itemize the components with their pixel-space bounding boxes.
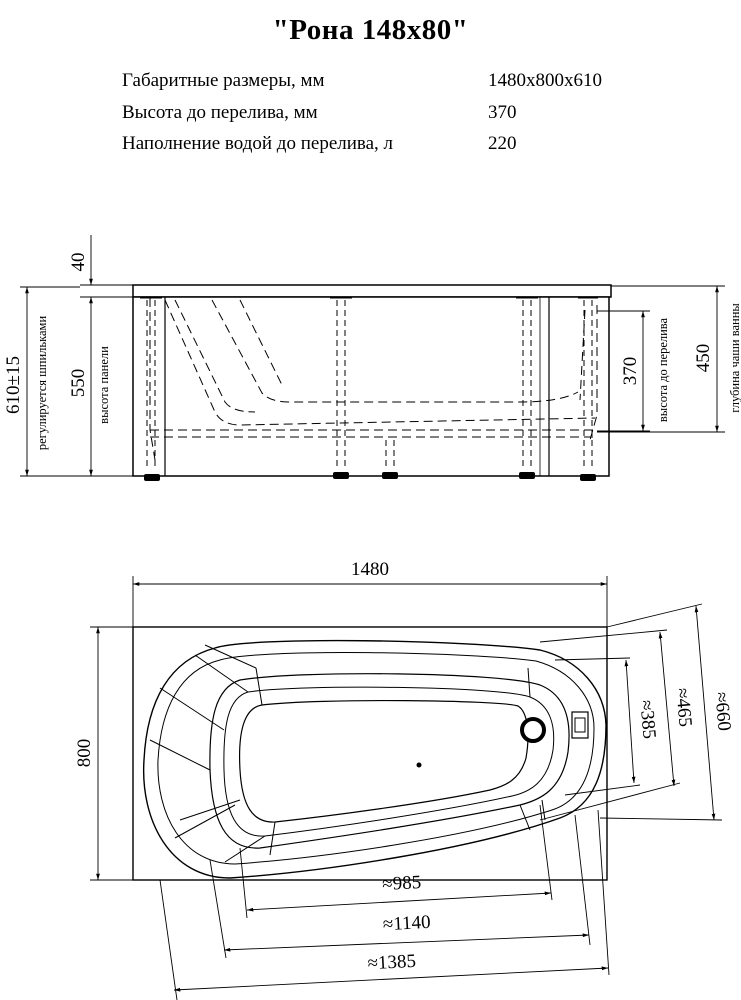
- bowl-inner: [209, 673, 570, 849]
- bowl-rim: [142, 639, 607, 879]
- label-overflow-height: высота до перелива: [656, 317, 670, 422]
- dim-1385: ≈1385: [367, 951, 416, 975]
- support-legs: [146, 300, 593, 470]
- dim-385: ≈385: [635, 699, 659, 740]
- dim-450: 450: [693, 344, 714, 373]
- spec-label-dimensions: Габаритные размеры, мм: [122, 70, 325, 91]
- spec-value-water-volume: 220: [488, 133, 517, 154]
- bowl-facets: [149, 644, 546, 863]
- dim-985: ≈985: [382, 872, 422, 895]
- dim-370: 370: [620, 357, 641, 386]
- bowl-floor: [239, 699, 529, 823]
- label-bowl-depth: глубина чаши ванны: [728, 303, 741, 413]
- label-panel-height: высота панели: [97, 346, 111, 424]
- side-panel: [132, 296, 610, 477]
- leg-feet: [144, 472, 596, 481]
- overflow-hole: [520, 717, 546, 743]
- dim-660: ≈660: [710, 691, 734, 732]
- page-title: "Рона 148x80": [272, 14, 469, 46]
- tub-outline: [132, 626, 608, 881]
- dim-610: 610±15: [3, 356, 24, 414]
- label-adjust-studs: регулируется шпильками: [35, 316, 49, 451]
- dim-800: 800: [74, 739, 95, 768]
- spec-value-overflow-height: 370: [488, 102, 517, 123]
- dim-40: 40: [68, 253, 89, 272]
- dim-550: 550: [68, 369, 89, 398]
- dim-1480: 1480: [351, 559, 389, 580]
- dim-465: ≈465: [671, 687, 695, 728]
- dim-1140: ≈1140: [382, 912, 431, 935]
- drain-point: [416, 762, 422, 768]
- spec-label-overflow-height: Высота до перелива, мм: [122, 102, 318, 123]
- spec-value-dimensions: 1480x800x610: [488, 70, 602, 91]
- spec-label-water-volume: Наполнение водой до перелива, л: [122, 133, 394, 154]
